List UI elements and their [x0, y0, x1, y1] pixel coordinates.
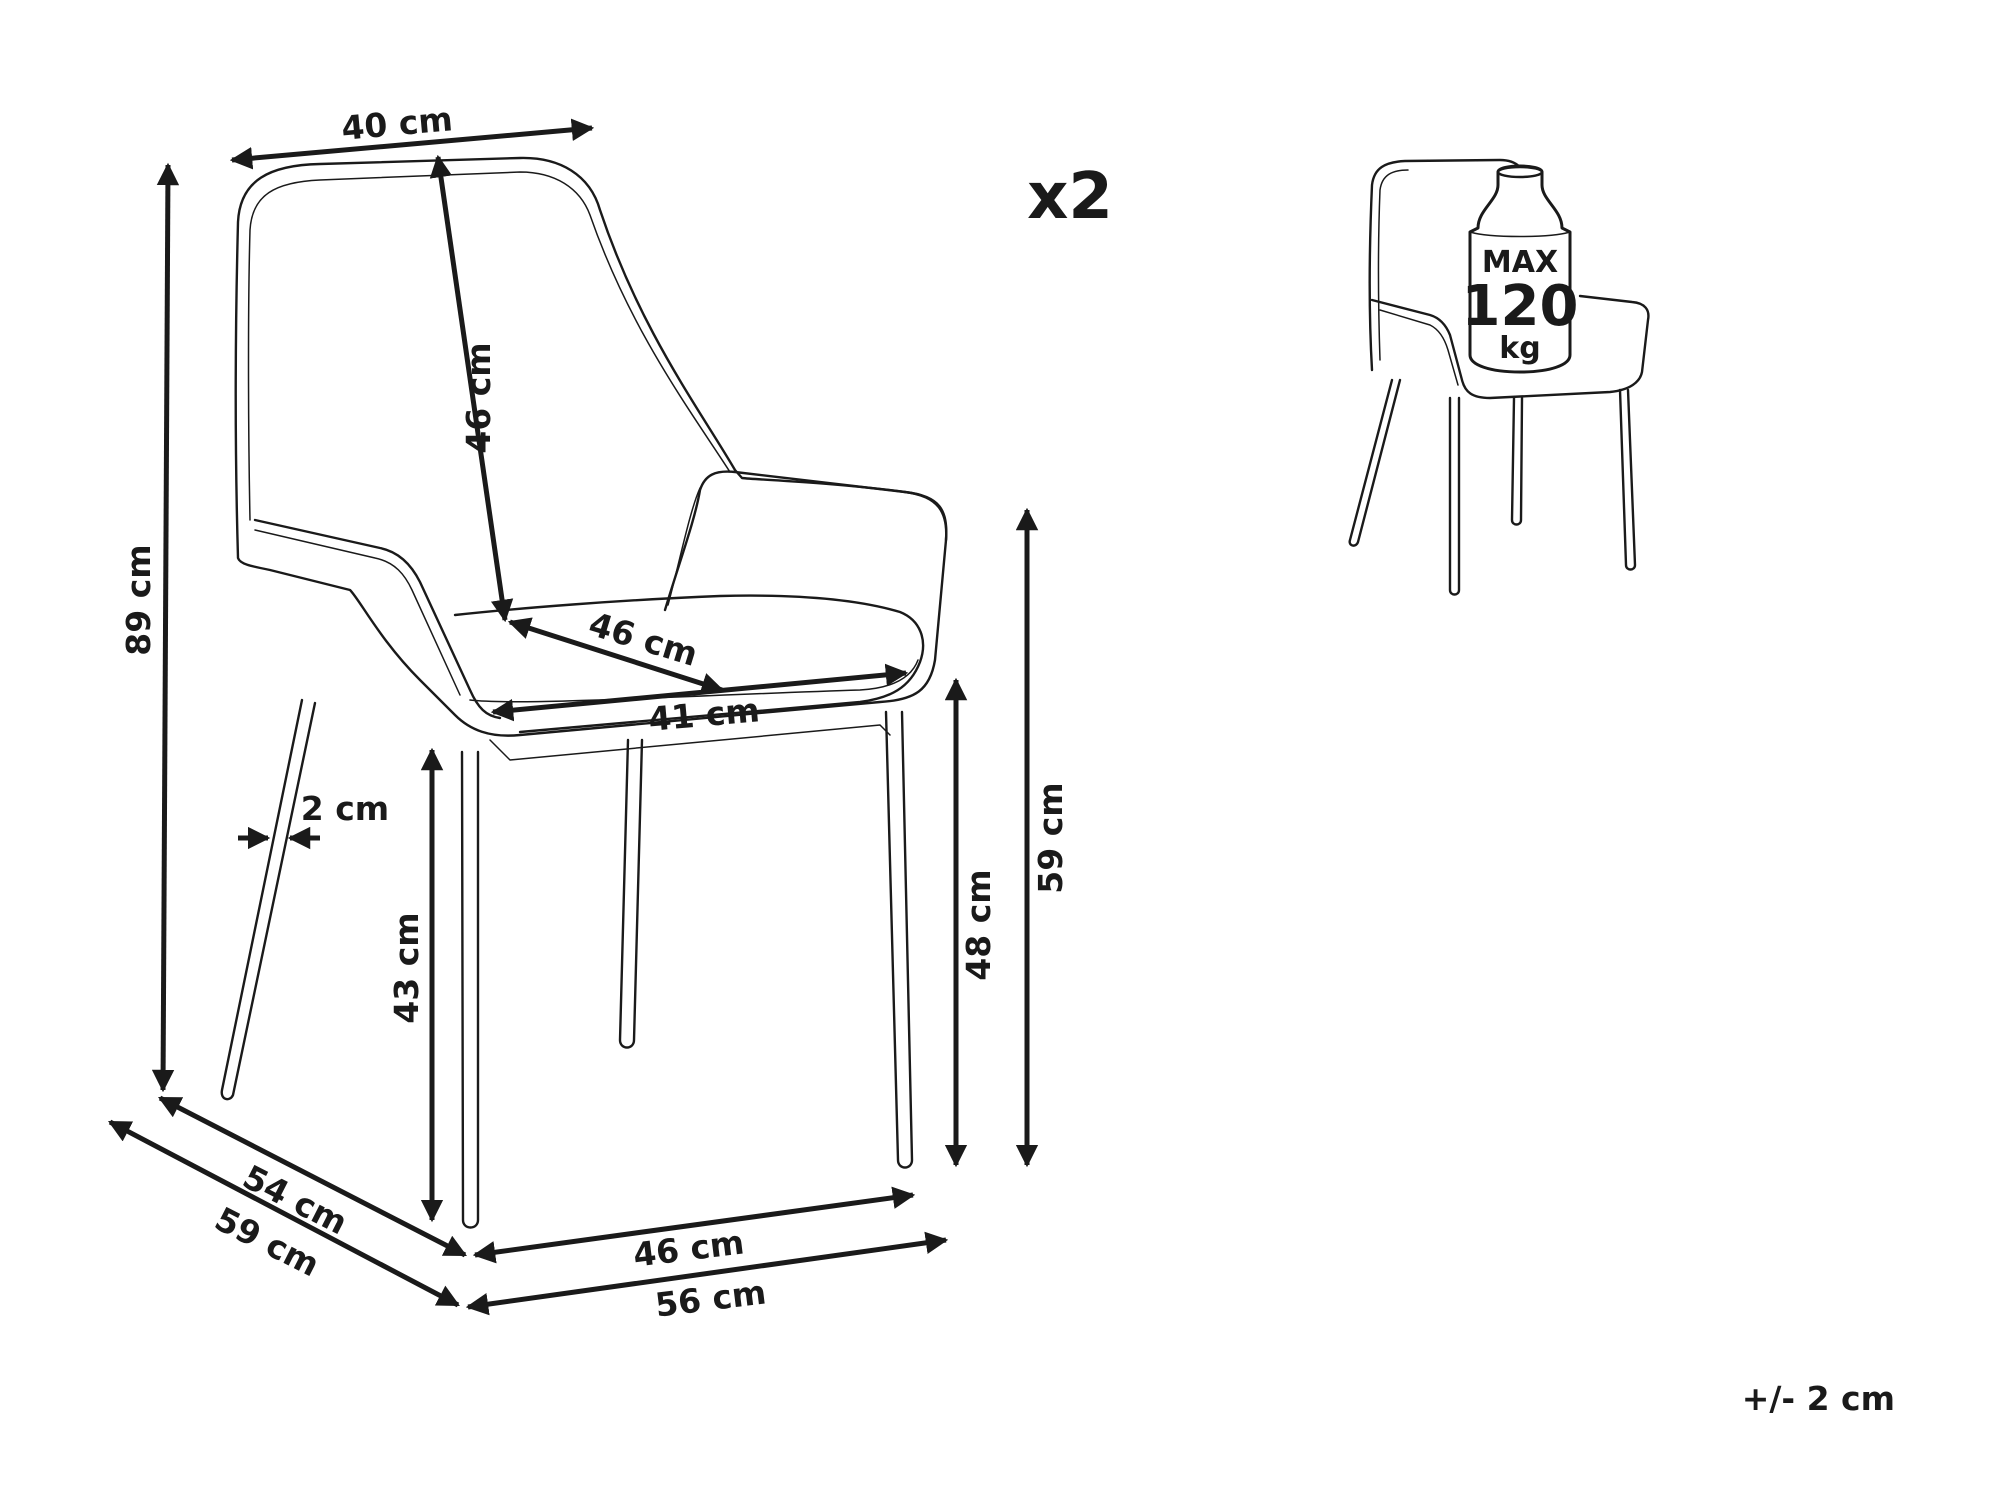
dim-line-depth-outer: [108, 1119, 460, 1308]
label-backrest-height: 46 cm: [459, 342, 498, 453]
chair-drawing: [220, 156, 948, 1229]
dim-line-depth-inner: [157, 1095, 468, 1258]
leg-front-left: [460, 750, 480, 1229]
label-total-height: 89 cm: [119, 544, 158, 655]
seat: [453, 594, 925, 734]
label-front-seat-height: 48 cm: [959, 869, 998, 980]
dimension-labels: 40 cm 46 cm 89 cm 46 cm 41 cm 2 cm 43 cm…: [119, 99, 1070, 1324]
label-armrest-height: 59 cm: [1031, 782, 1070, 893]
small-leg-2: [1448, 396, 1461, 596]
dim-line-width-outer: [465, 1231, 949, 1316]
left-armrest-inner: [254, 529, 461, 696]
dim-line-seat-width: [490, 663, 909, 722]
weight-icon-shoulder: [1469, 231, 1571, 238]
small-chair-seat-inner: [1379, 309, 1459, 386]
small-leg-1: [1348, 378, 1402, 547]
dim-line-backrest-width: [229, 118, 595, 170]
quantity-label: x2: [1027, 160, 1113, 234]
dim-line-backrest-height: [429, 154, 514, 623]
right-armrest: [663, 470, 948, 612]
leg-back-left: [220, 698, 317, 1101]
backrest-inner-edge: [247, 171, 731, 521]
max-load-line1: MAX: [1482, 245, 1558, 280]
dim-line-total-height: [151, 162, 180, 1093]
label-leg-thickness: 2 cm: [301, 789, 389, 828]
label-seat-width: 41 cm: [647, 690, 761, 739]
label-seat-height: 43 cm: [387, 912, 426, 1023]
weight-icon-neck: [1496, 165, 1544, 179]
max-load-illustration: MAX 120 kg: [1348, 158, 1650, 596]
small-leg-3: [1510, 396, 1524, 526]
dimension-lines: [108, 118, 1039, 1316]
small-chair-back-inner: [1377, 169, 1409, 361]
left-armrest: [253, 518, 502, 720]
backrest-outline: [234, 156, 948, 737]
max-load-line2: 120: [1462, 274, 1579, 339]
tolerance-label: +/- 2 cm: [1742, 1379, 1895, 1418]
max-load-line3: kg: [1499, 331, 1540, 366]
leg-front-right: [884, 710, 914, 1169]
seat-frame: [489, 724, 891, 761]
right-armrest-inner: [667, 487, 701, 606]
small-leg-4: [1618, 388, 1637, 571]
label-backrest-width: 40 cm: [340, 99, 454, 148]
small-chair-seat: [1370, 294, 1650, 400]
leg-back-right: [618, 738, 644, 1049]
